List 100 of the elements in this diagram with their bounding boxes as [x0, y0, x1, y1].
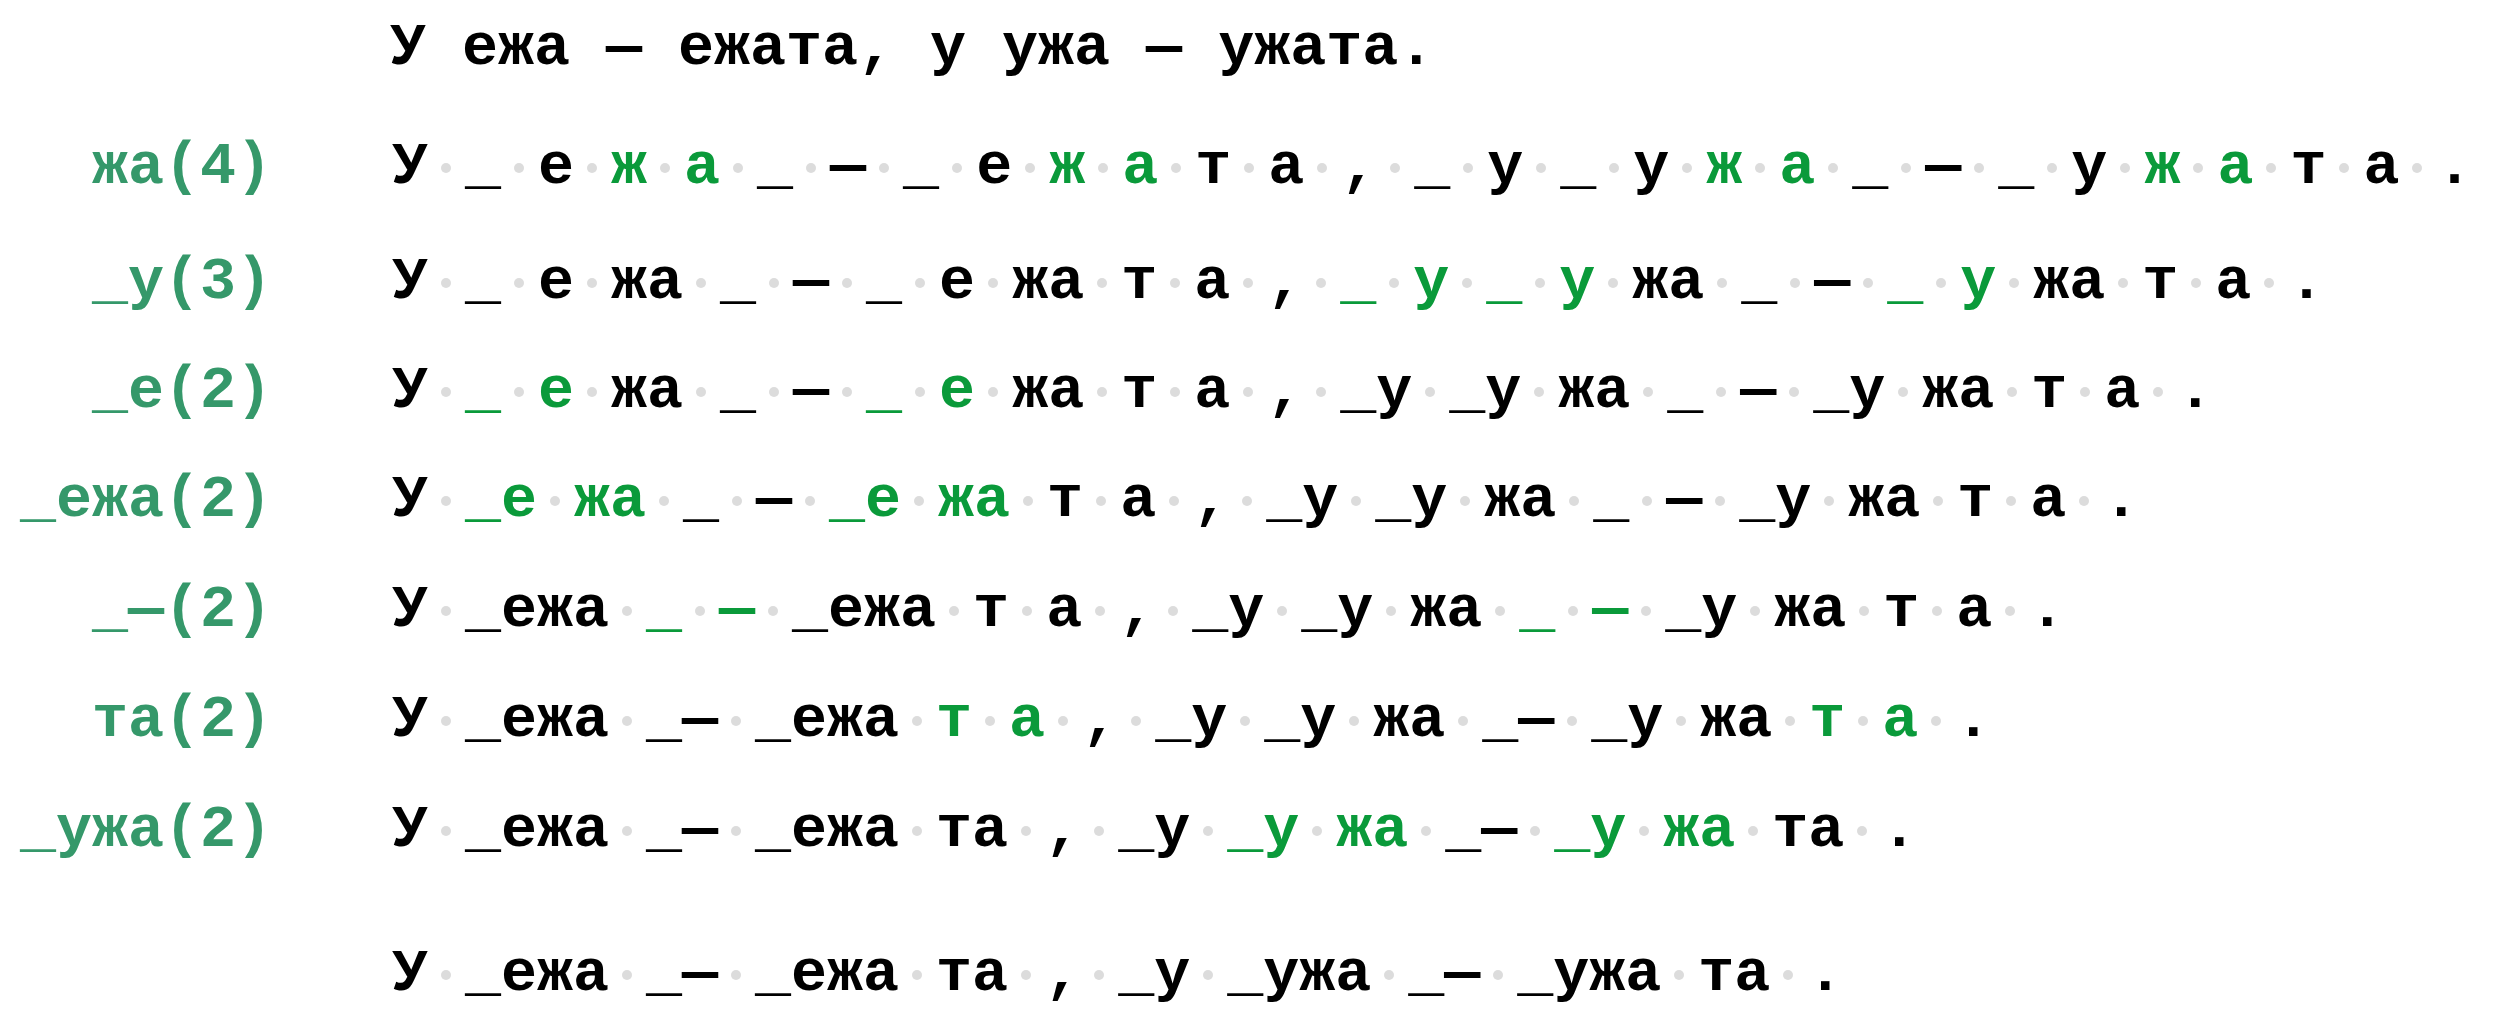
token: _у: [1375, 465, 1448, 535]
token: т: [1957, 465, 1994, 535]
merged-token: ж: [1049, 132, 1086, 202]
token: .: [2436, 132, 2473, 202]
token: а: [2363, 132, 2400, 202]
token: У: [392, 247, 428, 317]
token: _: [465, 247, 502, 317]
token: та: [1698, 939, 1771, 1009]
token: _у: [1264, 685, 1337, 755]
token: жа: [1700, 685, 1773, 755]
token: _ежа: [792, 575, 937, 645]
merged-token: _у: [1227, 795, 1300, 865]
token: .: [2029, 575, 2066, 645]
merge-rule-label: жа(4): [91, 132, 272, 202]
token: жа: [2033, 247, 2106, 317]
token: _ежа: [755, 685, 900, 755]
token: .: [2103, 465, 2140, 535]
merged-token: жа: [1663, 795, 1736, 865]
token: жа: [1410, 575, 1483, 645]
token: _ужа: [1227, 939, 1372, 1009]
token: а: [2030, 465, 2067, 535]
token: _: [866, 247, 903, 317]
token: У: [392, 795, 428, 865]
token: _: [757, 132, 794, 202]
token: У: [392, 132, 428, 202]
token: _: [1593, 465, 1630, 535]
token: _—: [646, 795, 719, 865]
merged-token: —: [719, 575, 756, 645]
token: е: [939, 247, 976, 317]
token: _ежа: [465, 575, 610, 645]
merged-token: у: [1413, 247, 1450, 317]
token: —: [1814, 247, 1851, 317]
merged-token: _: [465, 356, 502, 426]
token: ,: [1193, 465, 1230, 535]
token: т: [2031, 356, 2068, 426]
token: т: [1883, 575, 1920, 645]
token: _: [683, 465, 720, 535]
merged-token: _: [1519, 575, 1556, 645]
token: а: [1194, 247, 1231, 317]
token: .: [1807, 939, 1844, 1009]
merged-token: т: [936, 685, 973, 755]
merge-rule-label: _е(2): [91, 356, 272, 426]
token: _—: [1408, 939, 1481, 1009]
merged-token: а: [684, 132, 721, 202]
merge-rule-label: _ежа(2): [19, 465, 272, 535]
token: а: [2104, 356, 2141, 426]
token: _: [465, 132, 502, 202]
token: .: [1881, 795, 1918, 865]
token: _у: [1813, 356, 1886, 426]
merge-rule-label: _ужа(2): [19, 795, 272, 865]
token: —: [1666, 465, 1703, 535]
token: жа: [1373, 685, 1446, 755]
token: у: [1633, 132, 1670, 202]
merged-token: _: [1486, 247, 1523, 317]
token: _: [720, 247, 757, 317]
token: у: [2071, 132, 2108, 202]
token: жа: [1484, 465, 1557, 535]
token: _: [903, 132, 940, 202]
merge-rule-label: та(2): [91, 685, 272, 755]
token: _у: [1449, 356, 1522, 426]
merged-token: а: [1122, 132, 1159, 202]
token: _: [720, 356, 757, 426]
token: т: [2142, 247, 2179, 317]
token: .: [1955, 685, 1992, 755]
token: _: [1852, 132, 1889, 202]
token: а: [1046, 575, 1083, 645]
token: —: [830, 132, 867, 202]
token: жа: [1012, 356, 1085, 426]
token: ,: [1267, 356, 1304, 426]
token: ,: [1341, 132, 1378, 202]
token: —: [793, 247, 830, 317]
token: _ежа: [465, 685, 610, 755]
token: У: [392, 939, 428, 1009]
token: _—: [1445, 795, 1518, 865]
token: —: [793, 356, 830, 426]
token: е: [538, 247, 575, 317]
token: _у: [1301, 575, 1374, 645]
token: _у: [1266, 465, 1339, 535]
token: _у: [1665, 575, 1738, 645]
merge-rule-label: _у(3): [91, 247, 272, 317]
merge-rule-label: _—(2): [91, 575, 272, 645]
token: —: [1925, 132, 1962, 202]
merged-token: у: [1559, 247, 1596, 317]
merged-token: ж: [611, 132, 648, 202]
token: а: [1956, 575, 1993, 645]
sentence-title: У ежа — ежата, у ужа — ужата.: [390, 13, 1435, 83]
token: У: [392, 685, 428, 755]
token: _ежа: [755, 939, 900, 1009]
token: та: [1772, 795, 1845, 865]
token: _: [1998, 132, 2035, 202]
token: т: [1121, 247, 1158, 317]
merged-token: е: [538, 356, 575, 426]
token: жа: [611, 356, 684, 426]
merged-token: жа: [574, 465, 647, 535]
token: _—: [646, 685, 719, 755]
token: жа: [1922, 356, 1995, 426]
merged-token: т: [1809, 685, 1846, 755]
token: _: [1560, 132, 1597, 202]
token: _у: [1739, 465, 1812, 535]
token: .: [2177, 356, 2214, 426]
